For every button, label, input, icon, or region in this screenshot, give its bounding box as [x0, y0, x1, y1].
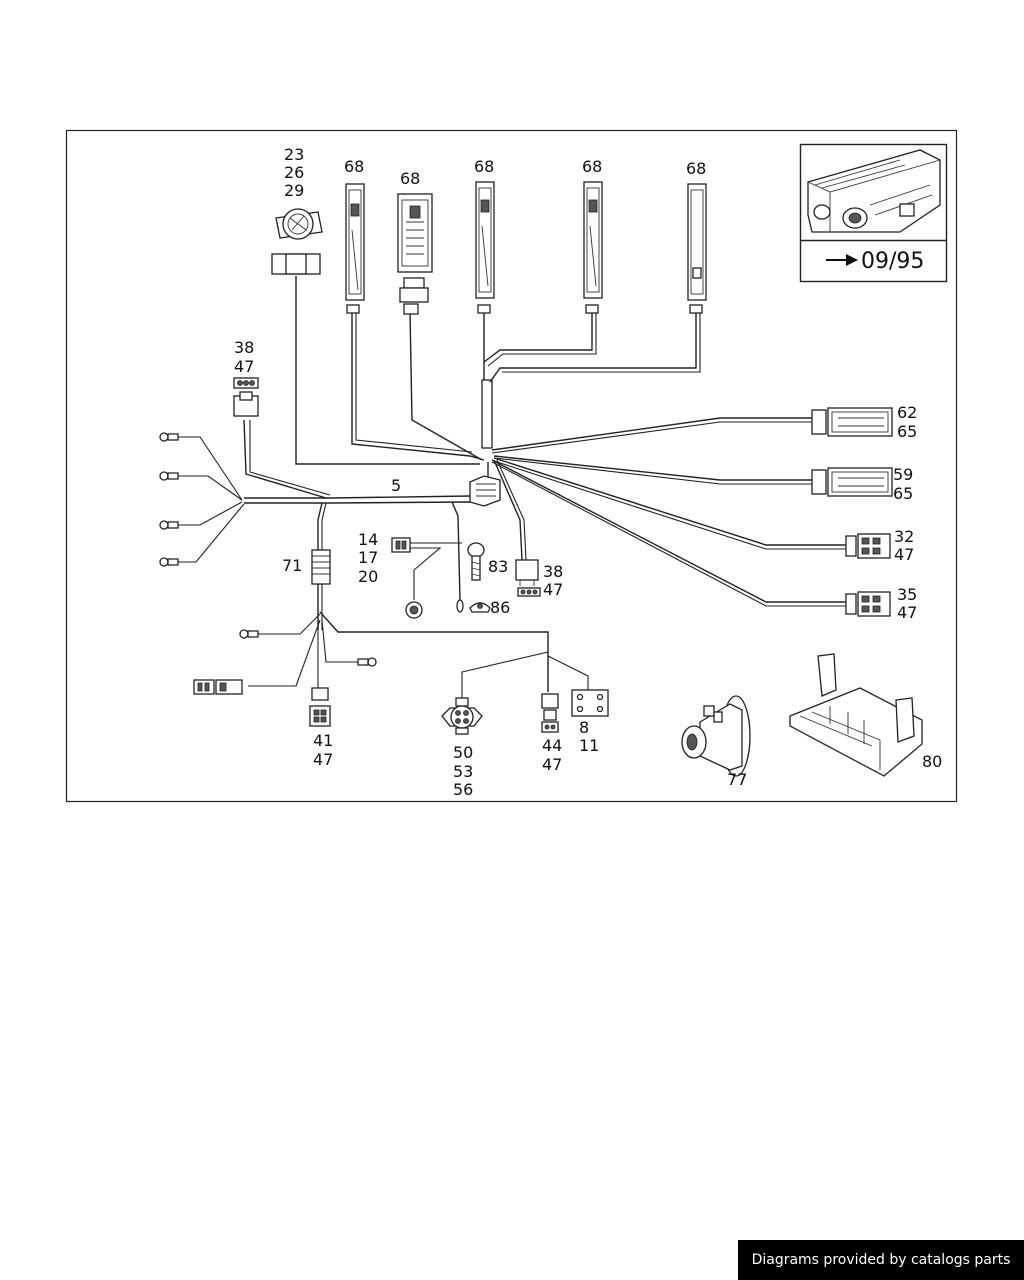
- callout-80: 80: [922, 752, 942, 771]
- diagram-frame: [65, 129, 958, 803]
- bolt-83: [467, 542, 485, 581]
- grommet-71: [311, 549, 331, 585]
- harness-wires: [174, 276, 846, 700]
- ecu-connector-68d: [583, 181, 603, 314]
- callout-14: 14: [358, 530, 378, 549]
- inset-box: 09/95: [799, 143, 948, 283]
- callout-41: 41: [313, 731, 333, 750]
- callout-8: 8: [579, 718, 589, 737]
- callout-23: 23: [284, 145, 304, 164]
- buzzer-77: [681, 695, 751, 777]
- credit-banner: Diagrams provided by catalogs parts: [738, 1240, 1024, 1280]
- callout-20: 20: [358, 567, 378, 586]
- lower-eyelets: [239, 629, 377, 667]
- sensor-round-small: [405, 601, 423, 619]
- callout-38a: 38: [234, 338, 254, 357]
- callout-65b: 65: [893, 484, 913, 503]
- round-connector-50: [441, 697, 483, 735]
- inset-date-label: 09/95: [861, 249, 924, 274]
- callout-5: 5: [391, 476, 401, 495]
- callout-47f: 47: [542, 755, 562, 774]
- terminal-small: [456, 599, 464, 613]
- callout-68d: 68: [582, 157, 602, 176]
- clip-86: [469, 602, 491, 613]
- connector-32-47: [845, 533, 891, 559]
- callout-47c: 47: [897, 603, 917, 622]
- arrow-right-icon: [826, 254, 858, 266]
- callout-47a: 47: [234, 357, 254, 376]
- callout-83: 83: [488, 557, 508, 576]
- callout-68c: 68: [474, 157, 494, 176]
- connector-41-47: [309, 687, 331, 727]
- connector-14-17-20: [391, 537, 411, 553]
- relay-connector-38b: [515, 559, 541, 597]
- inline-connector-left: [193, 679, 243, 695]
- round-connector-23: [271, 208, 323, 275]
- callout-47e: 47: [313, 750, 333, 769]
- housing-illustration: [807, 149, 941, 233]
- callout-47d: 47: [543, 580, 563, 599]
- callout-59: 59: [893, 465, 913, 484]
- callout-26: 26: [284, 163, 304, 182]
- callout-68a: 68: [344, 157, 364, 176]
- harness-grommet: [469, 475, 501, 507]
- callout-29: 29: [284, 181, 304, 200]
- connector-59-65: [811, 467, 893, 497]
- callout-62: 62: [897, 403, 917, 422]
- callout-44: 44: [542, 736, 562, 755]
- callout-68e: 68: [686, 159, 706, 178]
- callout-17: 17: [358, 548, 378, 567]
- callout-35: 35: [897, 585, 917, 604]
- callout-65a: 65: [897, 422, 917, 441]
- callout-77: 77: [727, 770, 747, 789]
- callout-56: 56: [453, 780, 473, 799]
- callout-86: 86: [490, 598, 510, 617]
- callout-32: 32: [894, 527, 914, 546]
- connector-35-47: [845, 591, 891, 617]
- ecu-connector-68b: [397, 193, 433, 315]
- callout-53: 53: [453, 762, 473, 781]
- callout-71: 71: [282, 556, 302, 575]
- ecu-connector-68a: [345, 183, 365, 314]
- callout-68b: 68: [400, 169, 420, 188]
- ecu-connector-68c: [475, 181, 495, 314]
- relay-connector-38a: [233, 377, 259, 417]
- connector-62-65: [811, 407, 893, 437]
- callout-47b: 47: [894, 545, 914, 564]
- wiring-harness-diagram: 09/95: [65, 129, 958, 803]
- callout-labels: 23 26 29 68 68 68 68 68 38 47 62 65 59 6…: [234, 145, 942, 799]
- ecu-connector-68e: [687, 183, 707, 314]
- bracket-80: [789, 653, 923, 777]
- plate-8-11: [571, 689, 609, 717]
- callout-50: 50: [453, 743, 473, 762]
- callout-11: 11: [579, 736, 599, 755]
- ground-eyelets-left: [159, 432, 179, 567]
- callout-38b: 38: [543, 562, 563, 581]
- connector-44-47: [541, 693, 559, 733]
